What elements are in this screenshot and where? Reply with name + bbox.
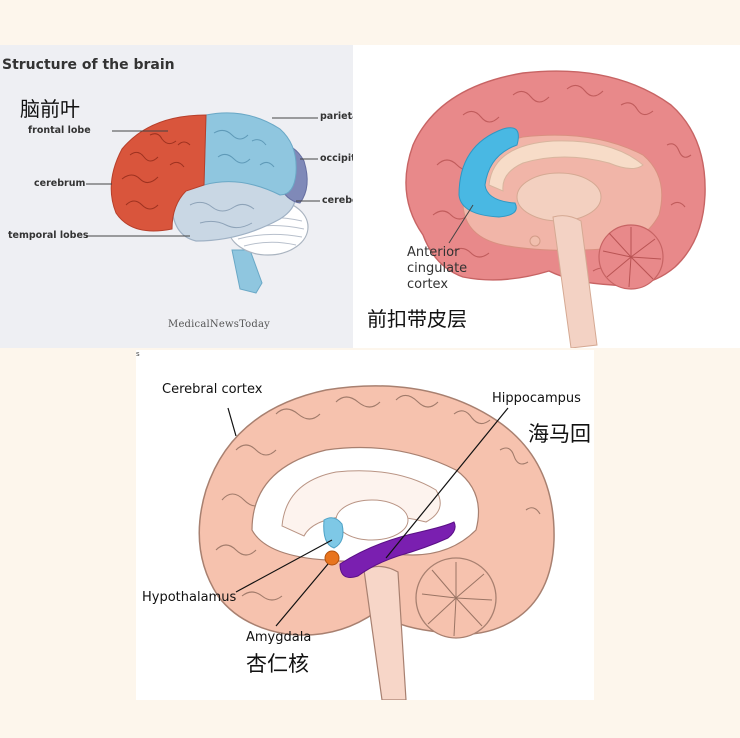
hypothalamus-label: Hypothalamus [142, 590, 237, 605]
corner-mark: s [136, 350, 140, 358]
thalamus-shape [335, 499, 409, 541]
panel-limbic-system: s Cerebral cortex Hippocampus 海马回 Hypoth… [136, 350, 594, 700]
cerebrum-label: cerebrum [34, 178, 86, 189]
thalamus-shape [516, 172, 602, 222]
panel-brain-structure: Structure of the brain 脑前叶 frontal lobe … [0, 45, 353, 348]
corpus-callosum-shape [488, 140, 644, 192]
anterior-cingulate-shape [458, 127, 519, 218]
panel-title: Structure of the brain [2, 57, 175, 73]
frontal-lobe-shape [110, 114, 207, 232]
hypothalamus-shape [323, 517, 344, 549]
temporal-lobes-label: temporal lobes [8, 230, 89, 241]
cerebellum-label: cerebe [322, 195, 353, 206]
frontal-lobe-cn-label: 脑前叶 [20, 97, 80, 121]
cerebral-cortex-label: Cerebral cortex [162, 382, 263, 397]
frontal-lobe-label: frontal lobe [28, 125, 91, 136]
brain-lobes-illustration [86, 112, 320, 294]
hippocampus-shape [339, 521, 456, 578]
acc-cn-label: 前扣带皮层 [367, 307, 467, 331]
brainstem-shape [552, 215, 598, 348]
panel-anterior-cingulate: Anterior cingulate cortex 前扣带皮层 [353, 45, 740, 348]
parietal-lobe-shape [203, 112, 297, 196]
acc-label: Anterior cingulate cortex [407, 245, 468, 292]
brand-logo-text: MedicalNewsToday [168, 319, 271, 330]
sagittal-brain-illustration [405, 70, 706, 348]
limbic-brain-illustration [198, 385, 555, 700]
hippocampus-cn-label: 海马回 [528, 422, 591, 446]
hippocampus-label: Hippocampus [492, 391, 581, 406]
amygdala-cn-label: 杏仁核 [246, 652, 309, 676]
brain-stem-shape [231, 249, 263, 294]
amygdala-label: Amygdala [246, 630, 312, 645]
occipital-label: occipit [320, 153, 353, 164]
amygdala-shape [324, 550, 340, 566]
parietal-label: parieta [320, 111, 353, 122]
